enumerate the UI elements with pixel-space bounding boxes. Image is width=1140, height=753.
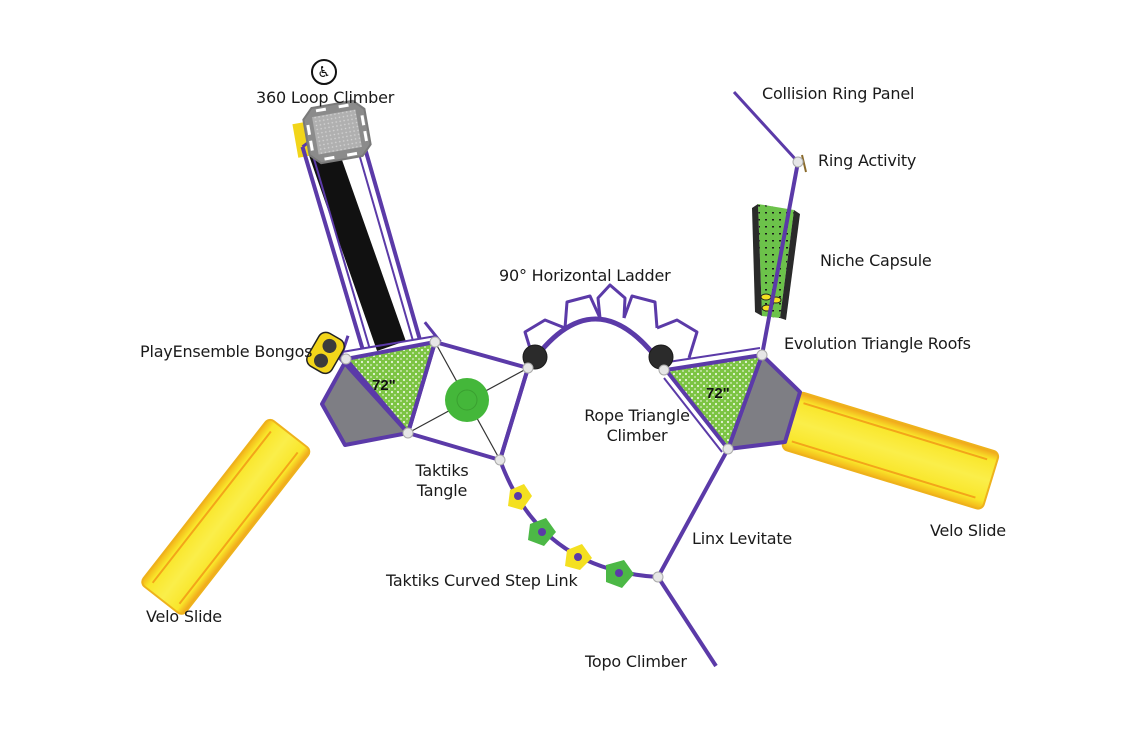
label-taktiks-curved-step-link: Taktiks Curved Step Link xyxy=(386,571,578,590)
label-tangle-line-1: Taktiks xyxy=(415,461,469,480)
step-3 xyxy=(565,544,592,570)
label-rope-line-1: Rope Triangle xyxy=(584,406,690,425)
label-rope-line-2: Climber xyxy=(606,426,668,445)
left-deck: 72" xyxy=(320,335,437,447)
ring-activity xyxy=(760,154,807,356)
label-loop-climber: 360 Loop Climber xyxy=(256,88,395,107)
label-bongos: PlayEnsemble Bongos xyxy=(140,342,313,361)
linx-levitate xyxy=(656,448,730,578)
topo-climber xyxy=(656,575,718,668)
deck-height-right: 72" xyxy=(706,385,730,402)
label-velo-slide-left: Velo Slide xyxy=(146,607,222,626)
velo-slide-left xyxy=(141,418,311,615)
playensemble-bongos xyxy=(306,331,345,375)
step-4 xyxy=(606,560,634,588)
wheelchair-accessible-icon: ♿ xyxy=(311,59,337,85)
right-deck: 72" xyxy=(663,347,802,453)
label-horizontal-ladder: 90° Horizontal Ladder xyxy=(499,266,671,285)
label-ring-activity: Ring Activity xyxy=(818,151,917,170)
connection-nodes xyxy=(340,156,804,583)
label-linx-levitate: Linx Levitate xyxy=(692,529,793,548)
horizontal-ladder xyxy=(522,283,699,370)
taktiks-tangle xyxy=(406,340,530,462)
velo-slide-right xyxy=(781,391,1000,510)
curved-step-link xyxy=(498,367,659,588)
climber-top-panel xyxy=(302,99,372,165)
label-taktiks-tangle: Taktiks Tangle xyxy=(402,461,482,501)
label-topo-climber: Topo Climber xyxy=(585,652,687,671)
label-niche-capsule: Niche Capsule xyxy=(820,251,932,270)
label-rope-triangle-climber: Rope Triangle Climber xyxy=(572,406,702,446)
step-1 xyxy=(508,484,532,510)
label-tangle-line-2: Tangle xyxy=(416,481,468,500)
niche-capsule xyxy=(752,204,800,320)
deck-height-left: 72" xyxy=(372,377,396,394)
label-evolution-triangle-roofs: Evolution Triangle Roofs xyxy=(784,334,971,353)
loop-climber xyxy=(292,99,442,361)
step-2 xyxy=(528,518,556,546)
label-collision-ring-panel: Collision Ring Panel xyxy=(762,84,915,103)
collision-ring-panel xyxy=(732,90,800,164)
label-velo-slide-right: Velo Slide xyxy=(930,521,1006,540)
